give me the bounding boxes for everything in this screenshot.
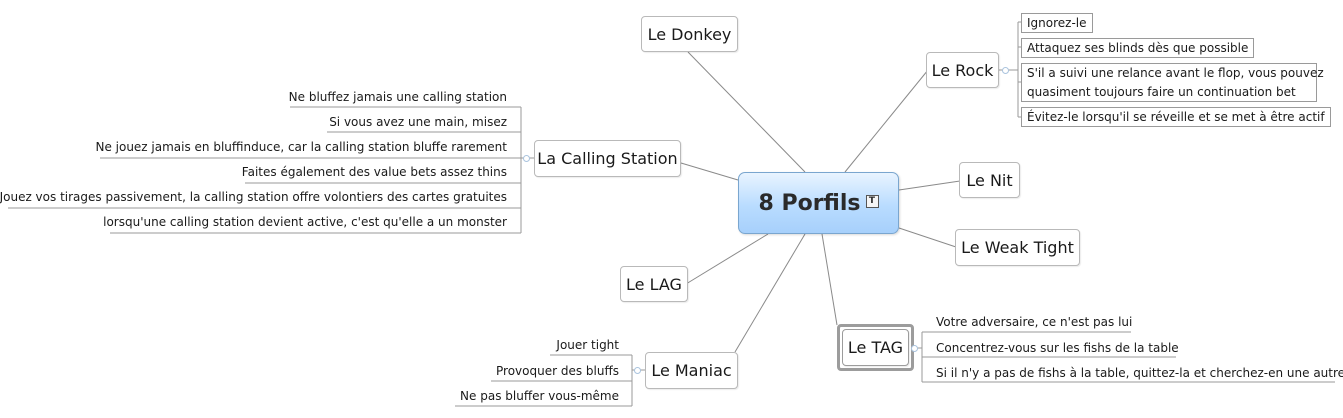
central-topic-label: 8 Porfils bbox=[758, 190, 861, 216]
calling-station-subtopic-label: Faites également des value bets assez th… bbox=[241, 165, 507, 179]
rock-subtopic[interactable]: S'il a suivi une relance avant le flop, … bbox=[1021, 63, 1324, 102]
topic-nit[interactable]: Le Nit bbox=[959, 162, 1020, 198]
calling-station-subtopic[interactable]: Si vous avez une main, misez bbox=[329, 114, 507, 130]
maniac-subtopic-label: Jouer tight bbox=[556, 338, 619, 352]
topic-tag[interactable]: Le TAG bbox=[842, 329, 909, 366]
calling-station-subtopic[interactable]: Ne jouez jamais en bluffinduce, car la c… bbox=[95, 139, 507, 155]
calling-station-subtopic-label: Jouez vos tirages passivement, la callin… bbox=[0, 190, 507, 204]
calling-station-subtopic[interactable]: Jouez vos tirages passivement, la callin… bbox=[0, 189, 507, 205]
note-icon[interactable]: T bbox=[865, 194, 879, 208]
calling-station-subtopic-label: Si vous avez une main, misez bbox=[329, 115, 507, 129]
rock-subtopic[interactable]: Ignorez-le bbox=[1021, 13, 1093, 33]
topic-lag[interactable]: Le LAG bbox=[620, 266, 688, 302]
topic-calling-station[interactable]: La Calling Station bbox=[534, 140, 681, 177]
calling-station-subtopic-label: Ne jouez jamais en bluffinduce, car la c… bbox=[95, 140, 507, 154]
calling-station-subtopic[interactable]: Faites également des value bets assez th… bbox=[242, 164, 507, 180]
topic-nit-label: Le Nit bbox=[966, 170, 1013, 190]
tag-subtopic-label: Concentrez-vous sur les fishs de la tabl… bbox=[936, 341, 1179, 355]
topic-maniac[interactable]: Le Maniac bbox=[645, 352, 738, 389]
rock-subtopic-label: Attaquez ses blinds dès que possible bbox=[1027, 41, 1249, 55]
maniac-subtopic-label: Provoquer des bluffs bbox=[496, 364, 619, 378]
rock-subtopic-label: Ignorez-le bbox=[1027, 16, 1087, 30]
tag-subtopic[interactable]: Votre adversaire, ce n'est pas lui bbox=[936, 314, 1132, 330]
topic-calling-station-label: La Calling Station bbox=[537, 149, 678, 168]
topic-weak-tight[interactable]: Le Weak Tight bbox=[955, 229, 1080, 266]
rock-subtopic-label: quasiment toujours faire un continuation… bbox=[1027, 85, 1296, 99]
collapse-calling-station-icon[interactable] bbox=[523, 155, 530, 162]
rock-subtopic[interactable]: Évitez-le lorsqu'il se réveille et se me… bbox=[1021, 107, 1331, 127]
rock-subtopic[interactable]: Attaquez ses blinds dès que possible bbox=[1021, 38, 1255, 58]
topic-donkey[interactable]: Le Donkey bbox=[641, 16, 738, 52]
maniac-subtopic[interactable]: Jouer tight bbox=[556, 337, 619, 353]
rock-subtopic-label: Évitez-le lorsqu'il se réveille et se me… bbox=[1027, 110, 1325, 124]
maniac-subtopic[interactable]: Provoquer des bluffs bbox=[496, 363, 619, 379]
topic-tag-label: Le TAG bbox=[847, 338, 904, 357]
topic-lag-label: Le LAG bbox=[626, 274, 682, 294]
topic-rock[interactable]: Le Rock bbox=[926, 52, 999, 88]
topic-donkey-label: Le Donkey bbox=[647, 24, 732, 44]
calling-station-subtopic[interactable]: lorsqu'une calling station devient activ… bbox=[103, 214, 507, 230]
collapse-tag-icon[interactable] bbox=[911, 345, 918, 352]
topic-maniac-label: Le Maniac bbox=[651, 361, 732, 380]
topic-weak-tight-label: Le Weak Tight bbox=[961, 238, 1074, 257]
tag-subtopic-label: Si il n'y a pas de fishs à la table, qui… bbox=[936, 366, 1343, 380]
calling-station-subtopic[interactable]: Ne bluffez jamais une calling station bbox=[289, 89, 507, 105]
central-topic[interactable]: 8 Porfils T bbox=[738, 172, 899, 234]
collapse-rock-icon[interactable] bbox=[1002, 67, 1009, 74]
tag-subtopic[interactable]: Concentrez-vous sur les fishs de la tabl… bbox=[936, 340, 1179, 356]
topic-rock-label: Le Rock bbox=[931, 60, 994, 80]
calling-station-subtopic-label: Ne bluffez jamais une calling station bbox=[288, 90, 507, 104]
rock-subtopic-label: S'il a suivi une relance avant le flop, … bbox=[1027, 66, 1324, 80]
maniac-subtopic-label: Ne pas bluffer vous-même bbox=[460, 389, 619, 403]
calling-station-subtopic-label: lorsqu'une calling station devient activ… bbox=[103, 215, 507, 229]
tag-subtopic[interactable]: Si il n'y a pas de fishs à la table, qui… bbox=[936, 365, 1343, 381]
maniac-subtopic[interactable]: Ne pas bluffer vous-même bbox=[460, 388, 619, 404]
collapse-maniac-icon[interactable] bbox=[634, 367, 641, 374]
tag-subtopic-label: Votre adversaire, ce n'est pas lui bbox=[936, 315, 1133, 329]
